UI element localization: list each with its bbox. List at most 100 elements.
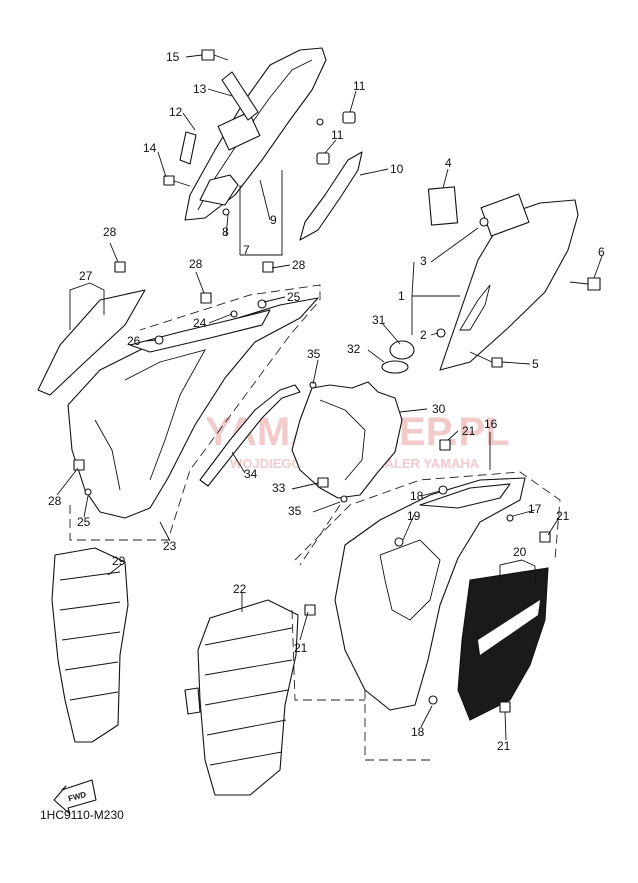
side-cover-right [439,199,579,371]
callout-28-top-left: 28 [103,225,117,239]
bolt-21-d [499,701,511,713]
callout-32: 32 [347,342,361,356]
grommet-17 [506,514,514,522]
shroud-top-strip [129,309,271,353]
air-filter-seal [199,174,239,206]
collar-18-upper [438,485,448,495]
callout-21-right: 21 [556,509,570,523]
callout-4: 4 [445,156,452,170]
guard-22-clip [184,687,201,715]
guard-29-fins [59,571,121,701]
shroud-16-boundary [294,471,561,761]
callout-1: 1 [398,289,405,303]
shroud-right-inner [379,539,441,621]
side-cover-cutout [459,284,491,331]
bolt-14 [163,175,191,187]
callout-22: 22 [233,582,247,596]
callout-18-lower: 18 [411,725,425,739]
shroud-graphic-27 [37,289,146,396]
fwd-arrow-icon: FWD [53,779,97,815]
callout-28-top-right: 28 [292,258,306,272]
callout-28-mid: 28 [189,257,203,271]
airbox-cover-assembly [163,47,363,241]
grommet-3 [479,217,489,227]
graphic-20-stripe [478,600,540,655]
bolt-21-c [304,604,316,616]
callout-12: 12 [169,105,183,119]
radiator-guard-29 [51,547,129,743]
breather-hose-34 [199,384,301,487]
leader-lines [56,54,603,741]
shroud-23-boundary [69,284,321,541]
bolt-28-a [114,261,126,273]
callout-11-upper: 11 [353,79,366,93]
callout-30: 30 [432,402,446,416]
callout-8: 8 [222,225,229,239]
callout-21-bottom: 21 [497,739,511,753]
callout-21-top: 21 [462,424,476,438]
bolt-21-b [539,531,551,543]
guard-22-fins [204,627,293,766]
callout-24: 24 [193,316,207,330]
clip-35-lower [340,495,348,503]
radiator-shroud-right-assembly [291,439,561,761]
callout-26: 26 [127,334,141,348]
collar-2 [436,328,446,338]
callout-35-lower: 35 [288,504,302,518]
collar-25-upper [257,299,267,309]
callout-10: 10 [390,162,404,176]
callout-19: 19 [407,509,421,523]
callout-9: 9 [270,213,277,227]
callout-17: 17 [528,502,542,516]
grommet-19 [394,537,404,547]
bolt-28-d [73,459,85,471]
bolt-28-b [200,292,212,304]
damper-strip-12 [179,131,197,165]
callout-35-upper: 35 [307,347,321,361]
bolt-21-a [439,439,451,451]
shroud-louver [94,419,121,491]
callout-20: 20 [513,545,527,559]
callout-13: 13 [193,82,207,96]
fuel-cap-31 [389,340,415,360]
clip-26 [154,335,164,345]
radiator-shroud-left-assembly [37,261,321,541]
callout-3: 3 [420,254,427,268]
callout-29: 29 [112,554,126,568]
graphic-20 [457,567,549,721]
bolt-6 [569,277,601,291]
diagram-code: 1HC9110-M230 [40,808,124,822]
radiator-shroud-right [334,477,526,711]
side-cover-right-assembly [427,186,601,371]
radiator-guard-left [51,547,129,743]
gasket-32 [381,360,409,374]
callout-31: 31 [372,313,386,327]
filter-guard-10 [299,151,363,241]
washer-8 [222,208,230,216]
fuel-tank [291,381,403,499]
emblem-4 [427,186,459,226]
bolt-15 [201,49,229,61]
callout-21-left: 21 [294,641,308,655]
callout-25-upper: 25 [287,290,301,304]
damper-strip-13 [221,71,259,121]
bolt-33 [317,477,329,488]
radiator-guard-right [184,599,299,796]
callout-labels: 15 13 12 14 11 11 10 9 8 7 4 3 1 2 5 6 2… [48,50,605,753]
callout-27: 27 [79,269,93,283]
bolt-28-c [262,261,274,273]
callout-33: 33 [272,481,286,495]
grommet-11-upper [342,111,356,124]
fuel-tank-ridge [319,399,366,481]
callout-2: 2 [420,328,427,342]
collar-25-lower [84,488,92,496]
callout-14: 14 [143,141,157,155]
shroud-inner-curve [124,349,206,481]
callout-5: 5 [532,357,539,371]
callout-23: 23 [163,539,177,553]
callout-34: 34 [244,467,258,481]
callout-6: 6 [598,245,605,259]
guard-22-boundary [291,609,365,701]
washer-upper [316,118,324,126]
